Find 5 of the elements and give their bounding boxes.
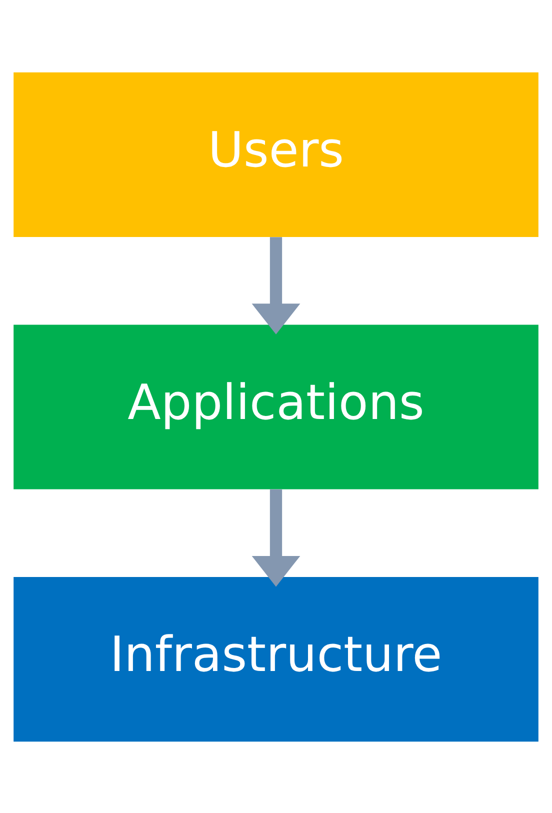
arrow bbox=[252, 488, 300, 586]
arrow bbox=[252, 236, 300, 334]
node-box: Infrastructure bbox=[14, 576, 538, 742]
node-box: Users bbox=[14, 72, 538, 236]
node-box: Applications bbox=[14, 324, 538, 489]
